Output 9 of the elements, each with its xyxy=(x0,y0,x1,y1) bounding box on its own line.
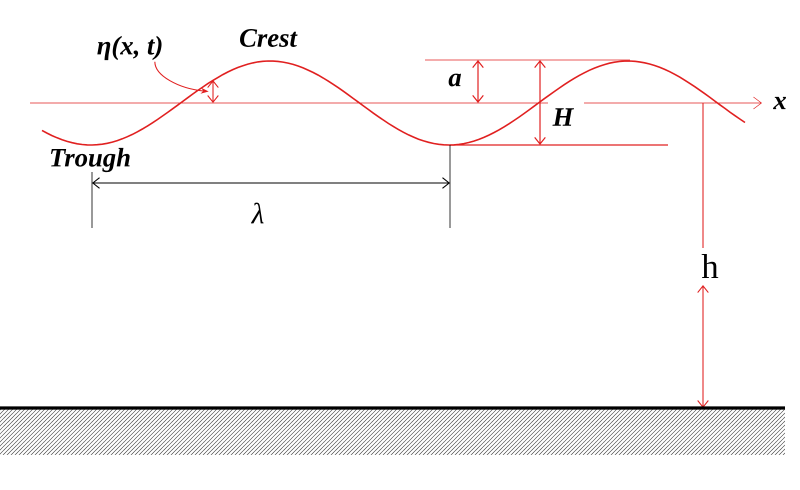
dimension-label: a xyxy=(448,74,462,86)
axis-label: x xyxy=(773,96,786,110)
wave-part-label: Trough xyxy=(50,148,130,172)
dimension-label: λ xyxy=(250,202,264,224)
dimension-label: H xyxy=(552,108,574,126)
dimension-label: h xyxy=(702,254,718,278)
variable-label: η(x, t) xyxy=(97,36,162,60)
wave-part-label: Crest xyxy=(240,29,298,47)
dimension-arrow xyxy=(207,80,219,103)
